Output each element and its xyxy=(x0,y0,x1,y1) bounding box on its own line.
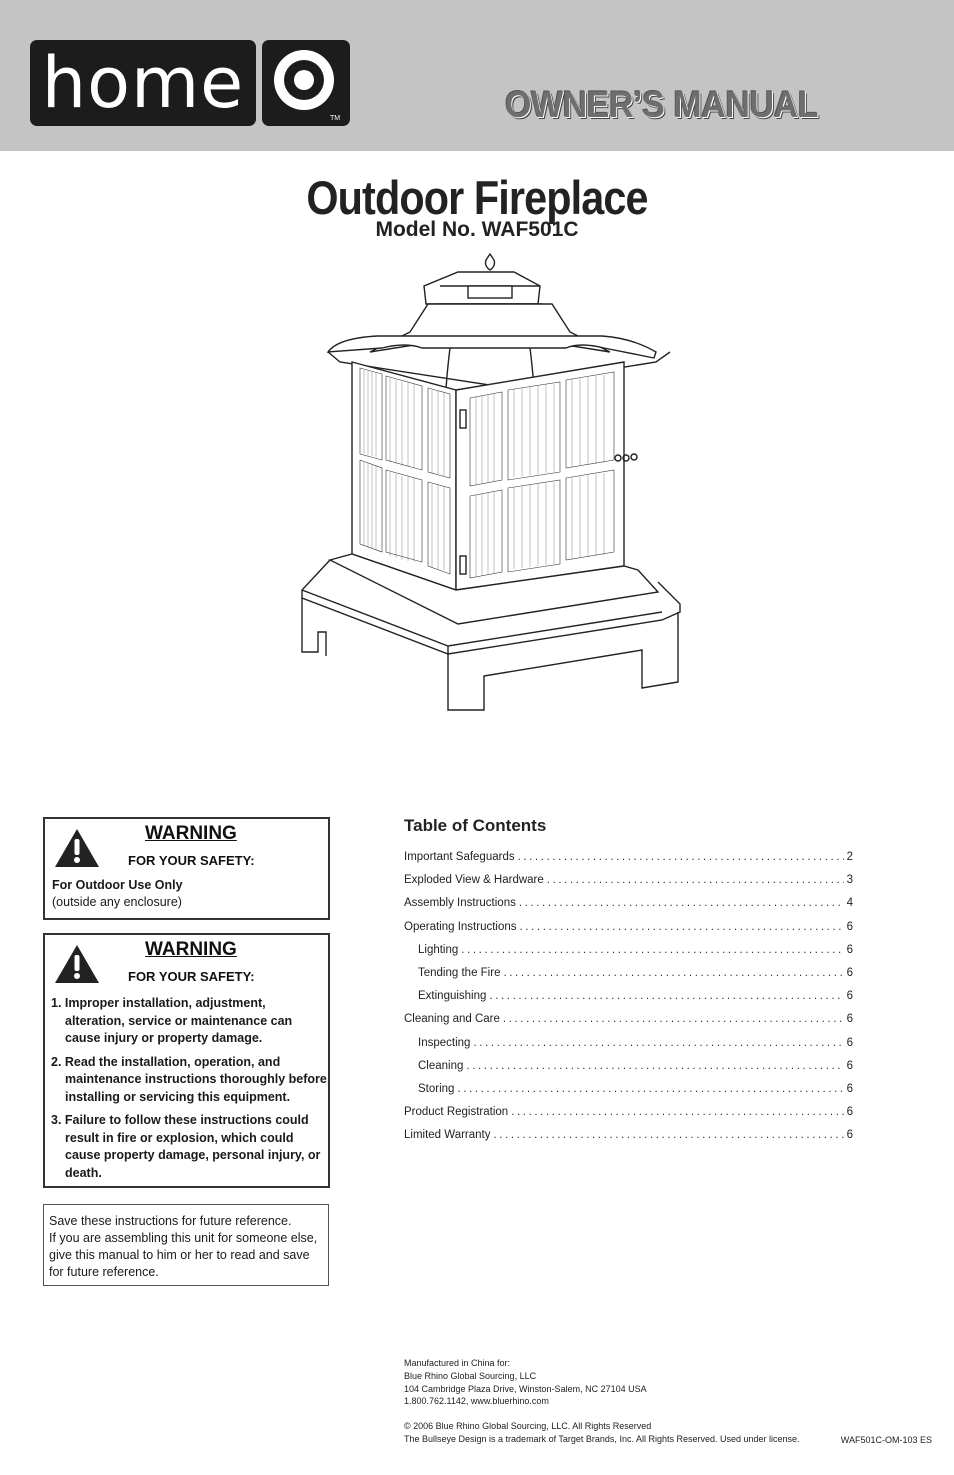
toc-entry: Operating Instructions..................… xyxy=(404,921,853,944)
warning-list: 1. Improper installation, adjustment, al… xyxy=(51,995,327,1188)
toc-leader-dots: ........................................… xyxy=(466,1059,844,1072)
toc-entry-label: Product Registration xyxy=(404,1106,509,1119)
warning-subheading: FOR YOUR SAFETY: xyxy=(128,969,255,984)
toc-entry-label: Extinguishing xyxy=(418,990,487,1003)
footer-line: Manufactured in China for: xyxy=(404,1358,511,1368)
footer-line: The Bullseye Design is a trademark of Ta… xyxy=(404,1433,800,1444)
warning-item: 1. Improper installation, adjustment, al… xyxy=(51,996,293,1045)
outdoor-use-note: (outside any enclosure) xyxy=(52,895,182,909)
outdoor-fireplace-illustration xyxy=(301,252,681,711)
warning-heading: WARNING xyxy=(145,939,237,960)
toc-entry: Limited Warranty........................… xyxy=(404,1129,853,1152)
toc-entry: Cleaning and Care.......................… xyxy=(404,1013,853,1036)
toc-leader-dots: ........................................… xyxy=(519,920,844,933)
toc-leader-dots: ........................................… xyxy=(473,1036,843,1049)
toc-entry: Cleaning................................… xyxy=(404,1060,853,1083)
warning-box-outdoor-use: WARNING FOR YOUR SAFETY: For Outdoor Use… xyxy=(43,817,330,920)
footer-line: 1.800.762.1142, www.bluerhino.com xyxy=(404,1396,549,1407)
toc-entry-page: 6 xyxy=(846,990,853,1003)
toc-entry-page: 6 xyxy=(846,1082,853,1095)
table-of-contents: Important Safeguards....................… xyxy=(404,851,853,1152)
toc-entry-label: Assembly Instructions xyxy=(404,897,516,910)
toc-leader-dots: ........................................… xyxy=(503,966,843,979)
toc-entry-page: 6 xyxy=(846,966,853,979)
save-instructions-note: Save these instructions for future refer… xyxy=(43,1204,329,1286)
home-logo: home TM xyxy=(30,40,350,126)
toc-leader-dots: ........................................… xyxy=(511,1106,843,1119)
toc-entry-label: Cleaning xyxy=(418,1059,464,1072)
document-code: WAF501C-OM-103 ES xyxy=(840,1435,932,1445)
bullseye-logo-icon: TM xyxy=(262,40,350,126)
footer-line: Blue Rhino Global Sourcing, LLC xyxy=(404,1370,537,1381)
toc-entry-label: Exploded View & Hardware xyxy=(404,874,544,887)
toc-entry-label: Important Safeguards xyxy=(404,851,515,863)
trademark-mark: TM xyxy=(330,115,340,122)
warning-item: 3. Failure to follow these instructions … xyxy=(51,1113,321,1180)
warning-item: 2. Read the installation, operation, and… xyxy=(51,1054,327,1104)
toc-entry-page: 6 xyxy=(846,920,853,933)
warning-triangle-icon xyxy=(55,829,99,867)
warning-heading: WARNING xyxy=(145,823,237,844)
footer-manufacturer-info: Manufactured in China for: Blue Rhino Gl… xyxy=(404,1357,800,1446)
warning-subheading: FOR YOUR SAFETY: xyxy=(128,853,255,868)
toc-entry-page: 4 xyxy=(846,897,853,910)
toc-entry-page: 6 xyxy=(846,1036,853,1049)
toc-entry: Exploded View & Hardware................… xyxy=(404,874,853,897)
toc-entry-label: Storing xyxy=(418,1082,455,1095)
toc-entry-label: Inspecting xyxy=(418,1036,471,1049)
toc-entry: Assembly Instructions...................… xyxy=(404,897,853,920)
toc-heading: Table of Contents xyxy=(404,816,547,835)
model-number: Model No. WAF501C xyxy=(375,218,579,241)
toc-leader-dots: ........................................… xyxy=(546,874,844,887)
toc-entry-label: Cleaning and Care xyxy=(404,1013,500,1026)
toc-entry-label: Tending the Fire xyxy=(418,966,501,979)
toc-leader-dots: ........................................… xyxy=(457,1082,843,1095)
footer-line: 104 Cambridge Plaza Drive, Winston-Salem… xyxy=(404,1383,647,1394)
toc-leader-dots: ........................................… xyxy=(517,851,844,863)
owners-manual-title: OWNER’S MANUAL xyxy=(505,84,819,125)
toc-leader-dots: ........................................… xyxy=(518,897,844,910)
footer-line: © 2006 Blue Rhino Global Sourcing, LLC. … xyxy=(404,1421,652,1432)
toc-entry-page: 6 xyxy=(846,943,853,956)
document-title: Outdoor Fireplace xyxy=(306,171,648,224)
save-note-line: If you are assembling this unit for some… xyxy=(49,1231,318,1279)
toc-entry: Important Safeguards....................… xyxy=(404,851,853,874)
toc-leader-dots: ........................................… xyxy=(493,1129,844,1142)
toc-entry: Inspecting..............................… xyxy=(404,1037,853,1060)
toc-entry: Storing.................................… xyxy=(404,1083,853,1106)
toc-leader-dots: ........................................… xyxy=(489,990,844,1003)
toc-leader-dots: ........................................… xyxy=(461,943,844,956)
warning-box-installation: WARNING FOR YOUR SAFETY: 1. Improper ins… xyxy=(43,933,330,1188)
header-band: home TM OWNER’S MANUAL xyxy=(0,0,954,151)
toc-entry-page: 6 xyxy=(846,1106,853,1119)
toc-entry-label: Lighting xyxy=(418,943,459,956)
toc-entry-page: 6 xyxy=(846,1013,853,1026)
toc-entry-page: 3 xyxy=(846,874,853,887)
toc-entry: Lighting................................… xyxy=(404,944,853,967)
toc-leader-dots: ........................................… xyxy=(502,1013,844,1026)
toc-entry: Tending the Fire........................… xyxy=(404,967,853,990)
toc-entry-page: 2 xyxy=(846,851,853,863)
warning-triangle-icon xyxy=(55,945,99,983)
toc-entry: Extinguishing...........................… xyxy=(404,990,853,1013)
outdoor-use-text: For Outdoor Use Only xyxy=(52,878,183,892)
logo-wordmark: home xyxy=(30,40,256,126)
toc-entry-label: Limited Warranty xyxy=(404,1129,491,1142)
toc-entry-label: Operating Instructions xyxy=(404,920,517,933)
toc-entry-page: 6 xyxy=(846,1129,853,1142)
toc-entry: Product Registration....................… xyxy=(404,1106,853,1129)
toc-entry-page: 6 xyxy=(846,1059,853,1072)
save-note-line: Save these instructions for future refer… xyxy=(49,1214,292,1228)
